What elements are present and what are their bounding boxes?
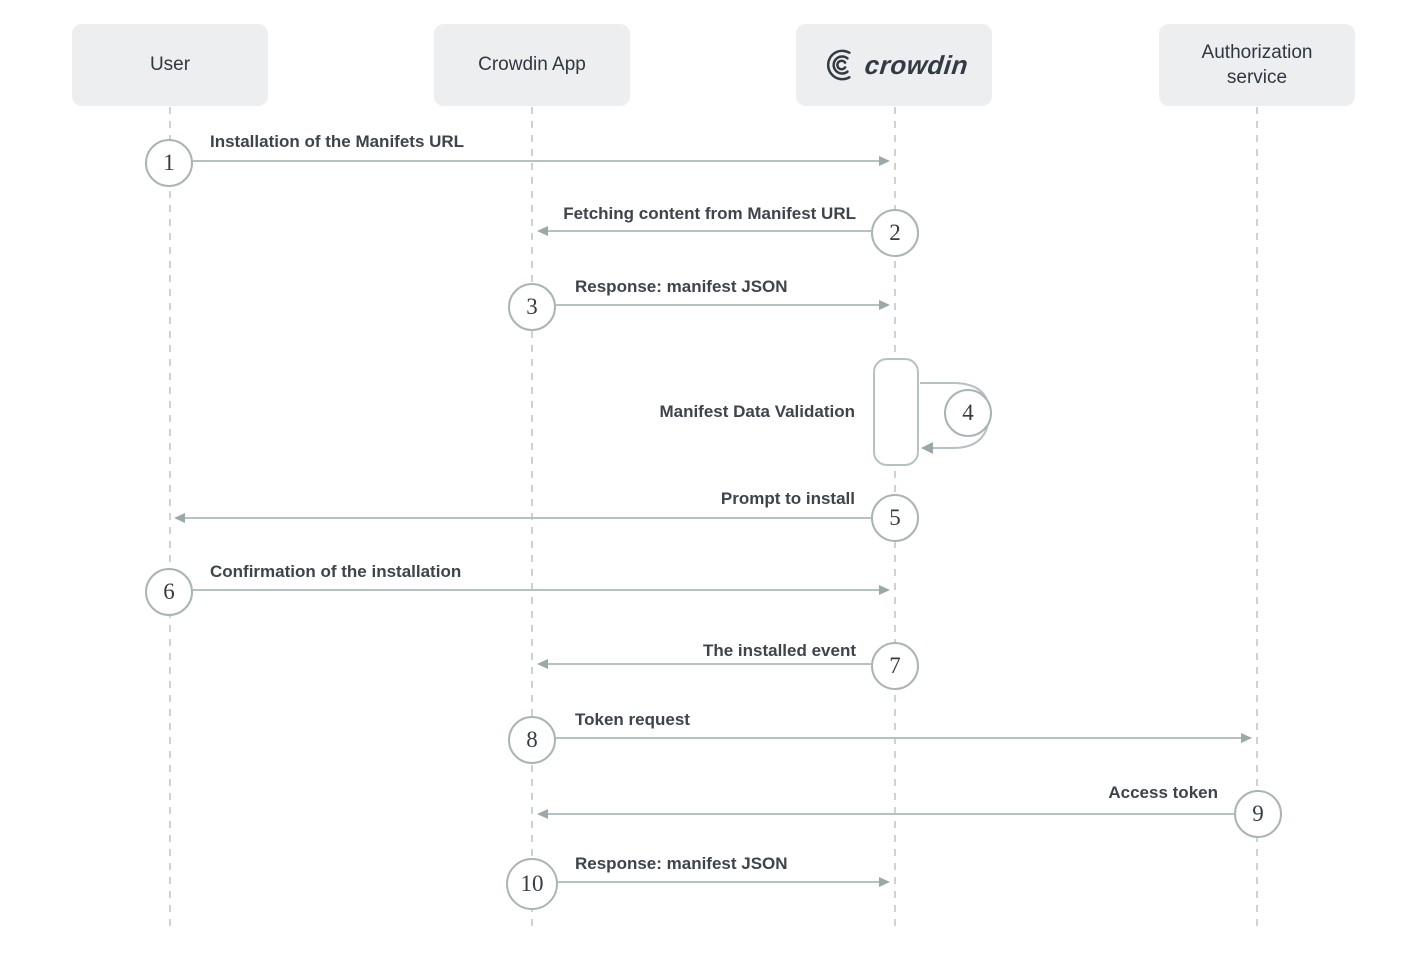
arrowhead-right-icon [879, 585, 890, 595]
message-label: Response: manifest JSON [575, 277, 788, 296]
message-label: The installed event [702, 641, 856, 660]
message-label: Manifest Data Validation [659, 402, 855, 421]
actor-crowdin-app-label: Crowdin App [478, 54, 586, 75]
step-number-circle: 7 [871, 642, 919, 690]
arrowhead-right-icon [879, 156, 890, 166]
message-line [556, 737, 1242, 739]
actor-authorization-service: Authorization service [1159, 24, 1355, 106]
actor-authorization-service-label: Authorization service [1201, 41, 1313, 88]
step-number-circle: 8 [508, 716, 556, 764]
message-label: Token request [575, 710, 690, 729]
step-number-circle: 1 [145, 139, 193, 187]
arrowhead-right-icon [879, 877, 890, 887]
step-number-circle: 6 [145, 568, 193, 616]
activation-bar [873, 358, 919, 466]
lifeline-authorization-service [1256, 107, 1258, 932]
message-label: Prompt to install [720, 489, 855, 508]
message-label: Confirmation of the installation [210, 562, 462, 581]
message-line [547, 230, 871, 232]
message-label: Access token [1108, 783, 1218, 802]
message-line [184, 517, 871, 519]
step-number-circle: 9 [1234, 790, 1282, 838]
step-number-circle: 2 [871, 209, 919, 257]
message-label: Response: manifest JSON [575, 854, 788, 873]
arrowhead-left-icon [174, 513, 185, 523]
step-number-circle: 3 [508, 283, 556, 331]
lifeline-crowdin-app [531, 107, 533, 932]
crowdin-logo: crowdin [820, 48, 970, 82]
step-number-circle: 5 [871, 494, 919, 542]
message-line [556, 304, 880, 306]
arrowhead-left-icon [537, 226, 548, 236]
lifeline-user [169, 107, 171, 932]
step-number-circle: 4 [944, 389, 992, 437]
actor-crowdin-label: crowdin [863, 50, 970, 80]
message-line [558, 881, 880, 883]
crowdin-logo-icon [826, 49, 851, 81]
actor-crowdin-app: Crowdin App [434, 24, 630, 106]
arrowhead-left-icon [537, 659, 548, 669]
step-number-circle: 10 [506, 858, 558, 910]
message-line [193, 589, 880, 591]
message-label: Fetching content from Manifest URL [563, 204, 856, 223]
message-label: Installation of the Manifets URL [210, 132, 465, 151]
arrowhead-right-icon [1241, 733, 1252, 743]
message-line [547, 663, 871, 665]
message-line [547, 813, 1234, 815]
arrowhead-left-icon [537, 809, 548, 819]
actor-user-label: User [149, 54, 191, 75]
actor-user: User [72, 24, 268, 106]
arrowhead-right-icon [879, 300, 890, 310]
message-line [193, 160, 880, 162]
actor-crowdin: crowdin [796, 24, 992, 106]
